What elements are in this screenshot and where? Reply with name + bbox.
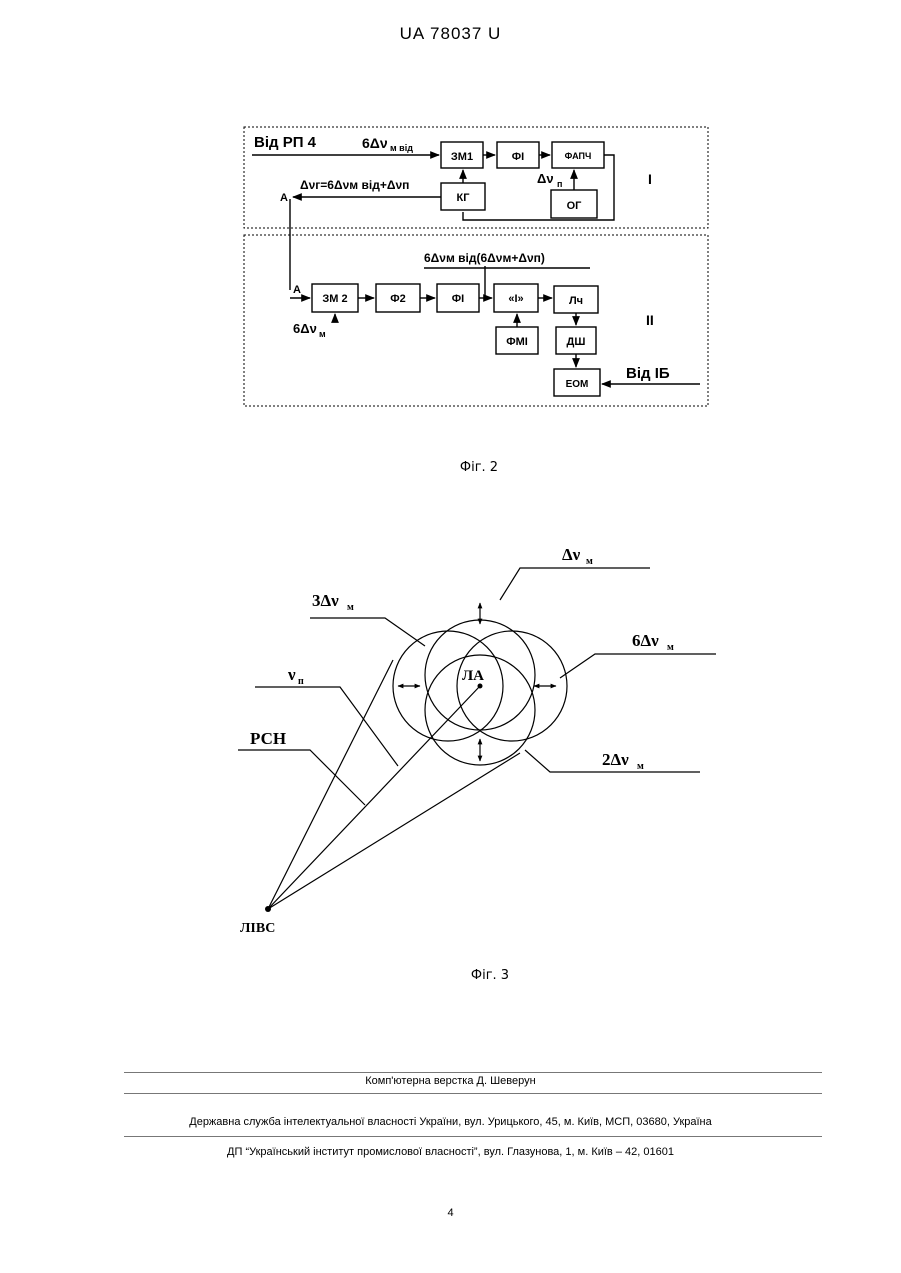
label-section-one: І (648, 171, 652, 187)
label-6dnu-m: 6Δν (632, 631, 659, 650)
figure-2-caption: Фіг. 2 (379, 460, 579, 475)
label-3dnu-m-sub: м (347, 602, 354, 613)
figure-3-caption: Фіг. 3 (390, 968, 590, 983)
label-eom: ЕОМ (566, 379, 589, 390)
footer-layout-credit: Комп'ютерна верстка Д. Шеверун (0, 1075, 901, 1087)
label-delta-nu-p-sub: п (557, 179, 562, 189)
label-2dnu-m: 2Δν (602, 750, 629, 769)
label-6dnu-m-sub: м (667, 642, 674, 653)
label-input-top-sub: м від (390, 143, 413, 153)
label-zm2-input: 6Δν (293, 321, 317, 336)
label-dnu-m-sub: м (586, 556, 593, 567)
label-fi-top: ФІ (512, 151, 524, 163)
footer-rule-top (124, 1072, 822, 1073)
label-kg-equation: Δνг=6Δνм від+Δνп (300, 178, 409, 192)
label-and-gate: «І» (508, 293, 523, 305)
label-zm2-input-sub: м (319, 329, 326, 339)
footer-institute: ДП “Український інститут промислової вла… (0, 1146, 901, 1158)
footer-agency: Державна служба інтелектуальної власност… (0, 1116, 901, 1128)
label-fapch: ФАПЧ (565, 151, 592, 161)
label-from-rp4: Від РП 4 (254, 134, 317, 151)
label-f2: Ф2 (390, 293, 406, 305)
label-bottom-top: 6Δνм від(6Δνм+Δνп) (424, 251, 545, 265)
label-zm2: ЗМ 2 (322, 293, 347, 305)
label-kg: КГ (457, 192, 471, 204)
figure-3-diagram: Δν м 3Δν м 6Δν м 2Δν м ν п РСН ЛА ЛІВС (0, 520, 901, 940)
label-a-lower: А (293, 284, 301, 296)
label-delta-nu-p: Δν (537, 171, 554, 186)
label-dnu-m: Δν (562, 545, 581, 564)
footer-rule-middle (124, 1093, 822, 1094)
label-3dnu-m: 3Δν (312, 591, 339, 610)
label-input-top: 6Δν (362, 135, 388, 151)
label-a-upper: А (280, 192, 288, 204)
label-nu-p-sub: п (298, 676, 304, 687)
footer-rule-bottom (124, 1136, 822, 1137)
label-livs: ЛІВС (240, 921, 275, 936)
label-og: ОГ (567, 200, 583, 212)
label-lch: Лч (569, 295, 583, 307)
label-nu-p: ν (287, 665, 296, 684)
label-la: ЛА (462, 668, 484, 684)
page-number: 4 (0, 1207, 901, 1219)
figure-2-block-diagram: ЗМ1 ФІ ФАПЧ ОГ КГ ЗМ 2 Ф2 ФІ «І» Лч ФМІ … (0, 0, 901, 430)
label-fmi: ФМІ (506, 336, 528, 348)
label-from-ib: Від ІБ (626, 365, 670, 382)
label-rsn: РСН (250, 729, 286, 748)
label-section-two: ІІ (646, 312, 654, 328)
label-2dnu-m-sub: м (637, 761, 644, 772)
label-fi-bottom: ФІ (452, 293, 464, 305)
label-zm1: ЗМ1 (451, 151, 473, 163)
label-dsh: ДШ (567, 336, 586, 348)
